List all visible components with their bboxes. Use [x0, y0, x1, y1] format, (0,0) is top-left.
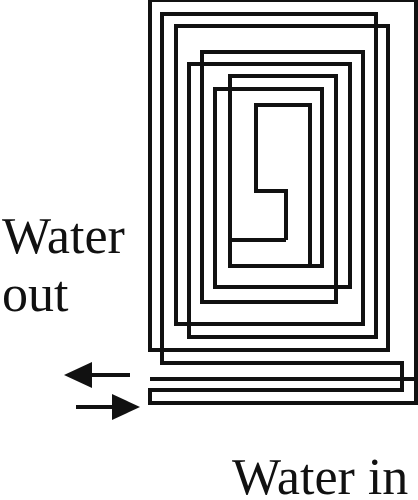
water-in-label: Water in	[232, 449, 408, 500]
water-out-label-line1: Water	[2, 208, 125, 265]
arrow-right-icon	[76, 394, 140, 420]
coil-return-path	[148, 12, 418, 405]
arrow-left-icon	[64, 362, 130, 388]
water-out-label-line2: out	[2, 266, 69, 323]
coil-outgoing-path	[148, 0, 418, 381]
